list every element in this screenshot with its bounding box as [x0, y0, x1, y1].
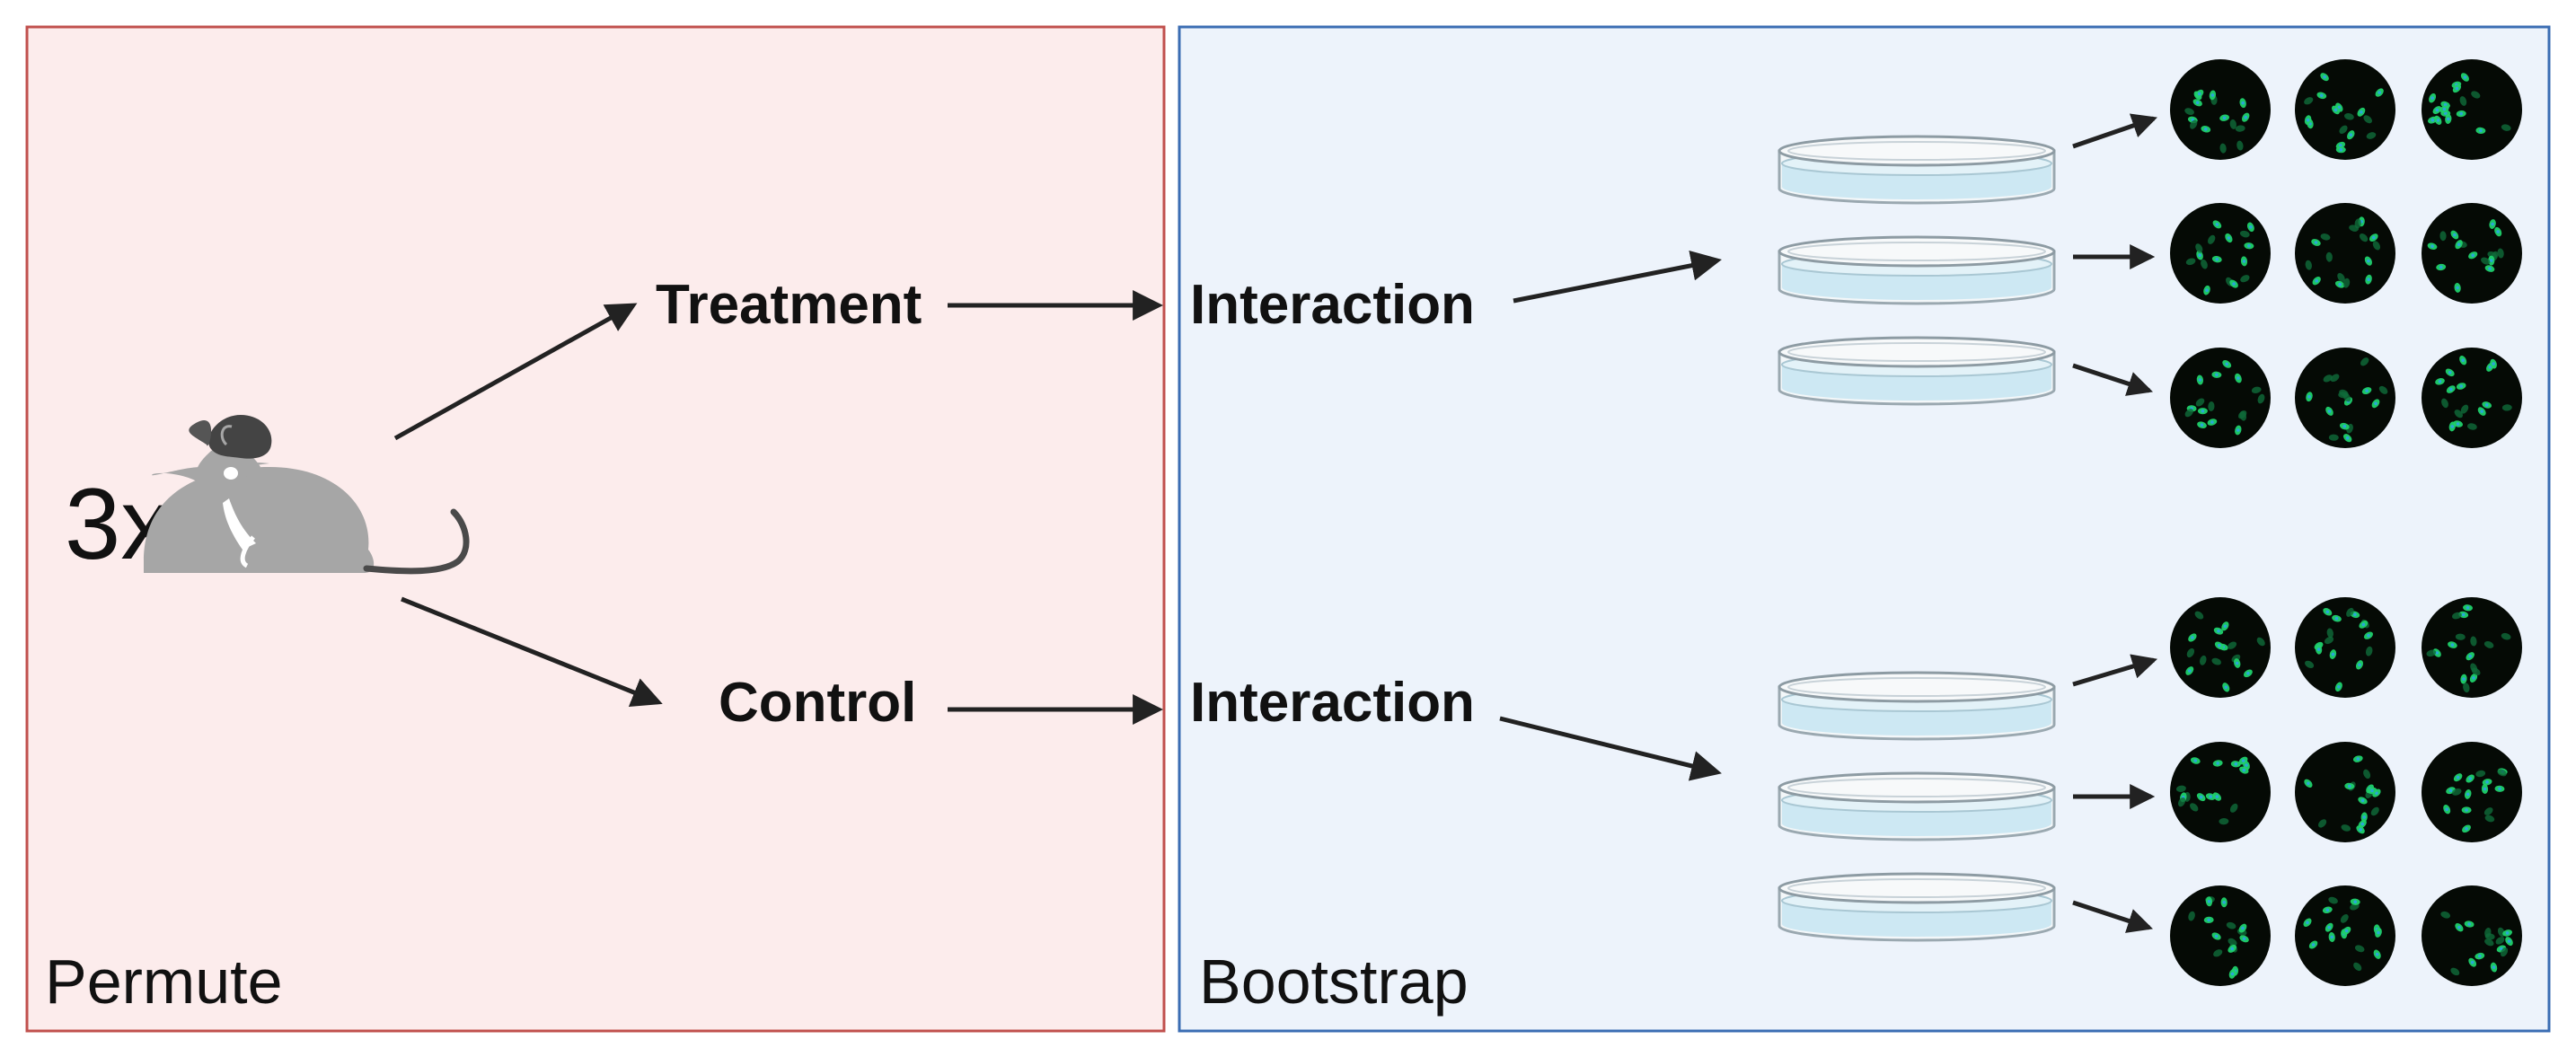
fluorescent-cells-image-icon	[2295, 59, 2395, 160]
fluorescent-cells-image-icon	[2170, 885, 2271, 986]
fluorescent-cells-image-icon	[2422, 885, 2522, 986]
petri-dish-icon	[1778, 135, 2056, 205]
fluorescent-cells-image-icon	[2170, 203, 2271, 304]
fluorescent-cells-image-icon	[2170, 348, 2271, 448]
fluorescent-cells-image-icon	[2422, 203, 2522, 304]
fluorescent-cells-image-icon	[2170, 742, 2271, 842]
fluorescent-cells-image-icon	[2422, 742, 2522, 842]
arrow-interaction-to-dishes-top	[1513, 250, 1723, 304]
mouse-icon	[144, 415, 470, 575]
fluorescent-cells-image-icon	[2422, 348, 2522, 448]
petri-dish-icon	[1778, 872, 2056, 942]
petri-dish-icon	[1778, 671, 2056, 741]
control-label: Control	[719, 672, 916, 734]
fluorescent-cells-image-icon	[2295, 597, 2395, 698]
arrow-to-control	[401, 596, 663, 707]
petri-dish-icon	[1778, 235, 2056, 305]
fluorescent-cells-image-icon	[2295, 885, 2395, 986]
arrow-dish-to-images	[2072, 363, 2153, 396]
interaction-label-bottom: Interaction	[1190, 672, 1475, 734]
arrow-dish-to-images	[2072, 113, 2157, 149]
fluorescent-cells-image-icon	[2422, 597, 2522, 698]
fluorescent-cells-image-icon	[2170, 59, 2271, 160]
bootstrap-label: Bootstrap	[1199, 947, 1469, 1017]
interaction-label-top: Interaction	[1190, 274, 1475, 336]
fluorescent-cells-image-icon	[2170, 597, 2271, 698]
arrow-interaction-to-dishes-bottom	[1499, 716, 1722, 781]
fluorescent-cells-image-icon	[2422, 59, 2522, 160]
fluorescent-cells-image-icon	[2295, 203, 2395, 304]
treatment-label: Treatment	[656, 274, 922, 336]
fluorescent-cells-image-icon	[2295, 742, 2395, 842]
arrow-dish-to-images	[2072, 900, 2153, 933]
petri-dish-icon	[1778, 771, 2056, 841]
fluorescent-cells-image-icon	[2295, 348, 2395, 448]
petri-dish-icon	[1778, 336, 2056, 406]
arrow-to-treatment	[393, 303, 638, 441]
arrow-dish-to-images	[2072, 654, 2158, 687]
permute-label: Permute	[45, 947, 283, 1017]
